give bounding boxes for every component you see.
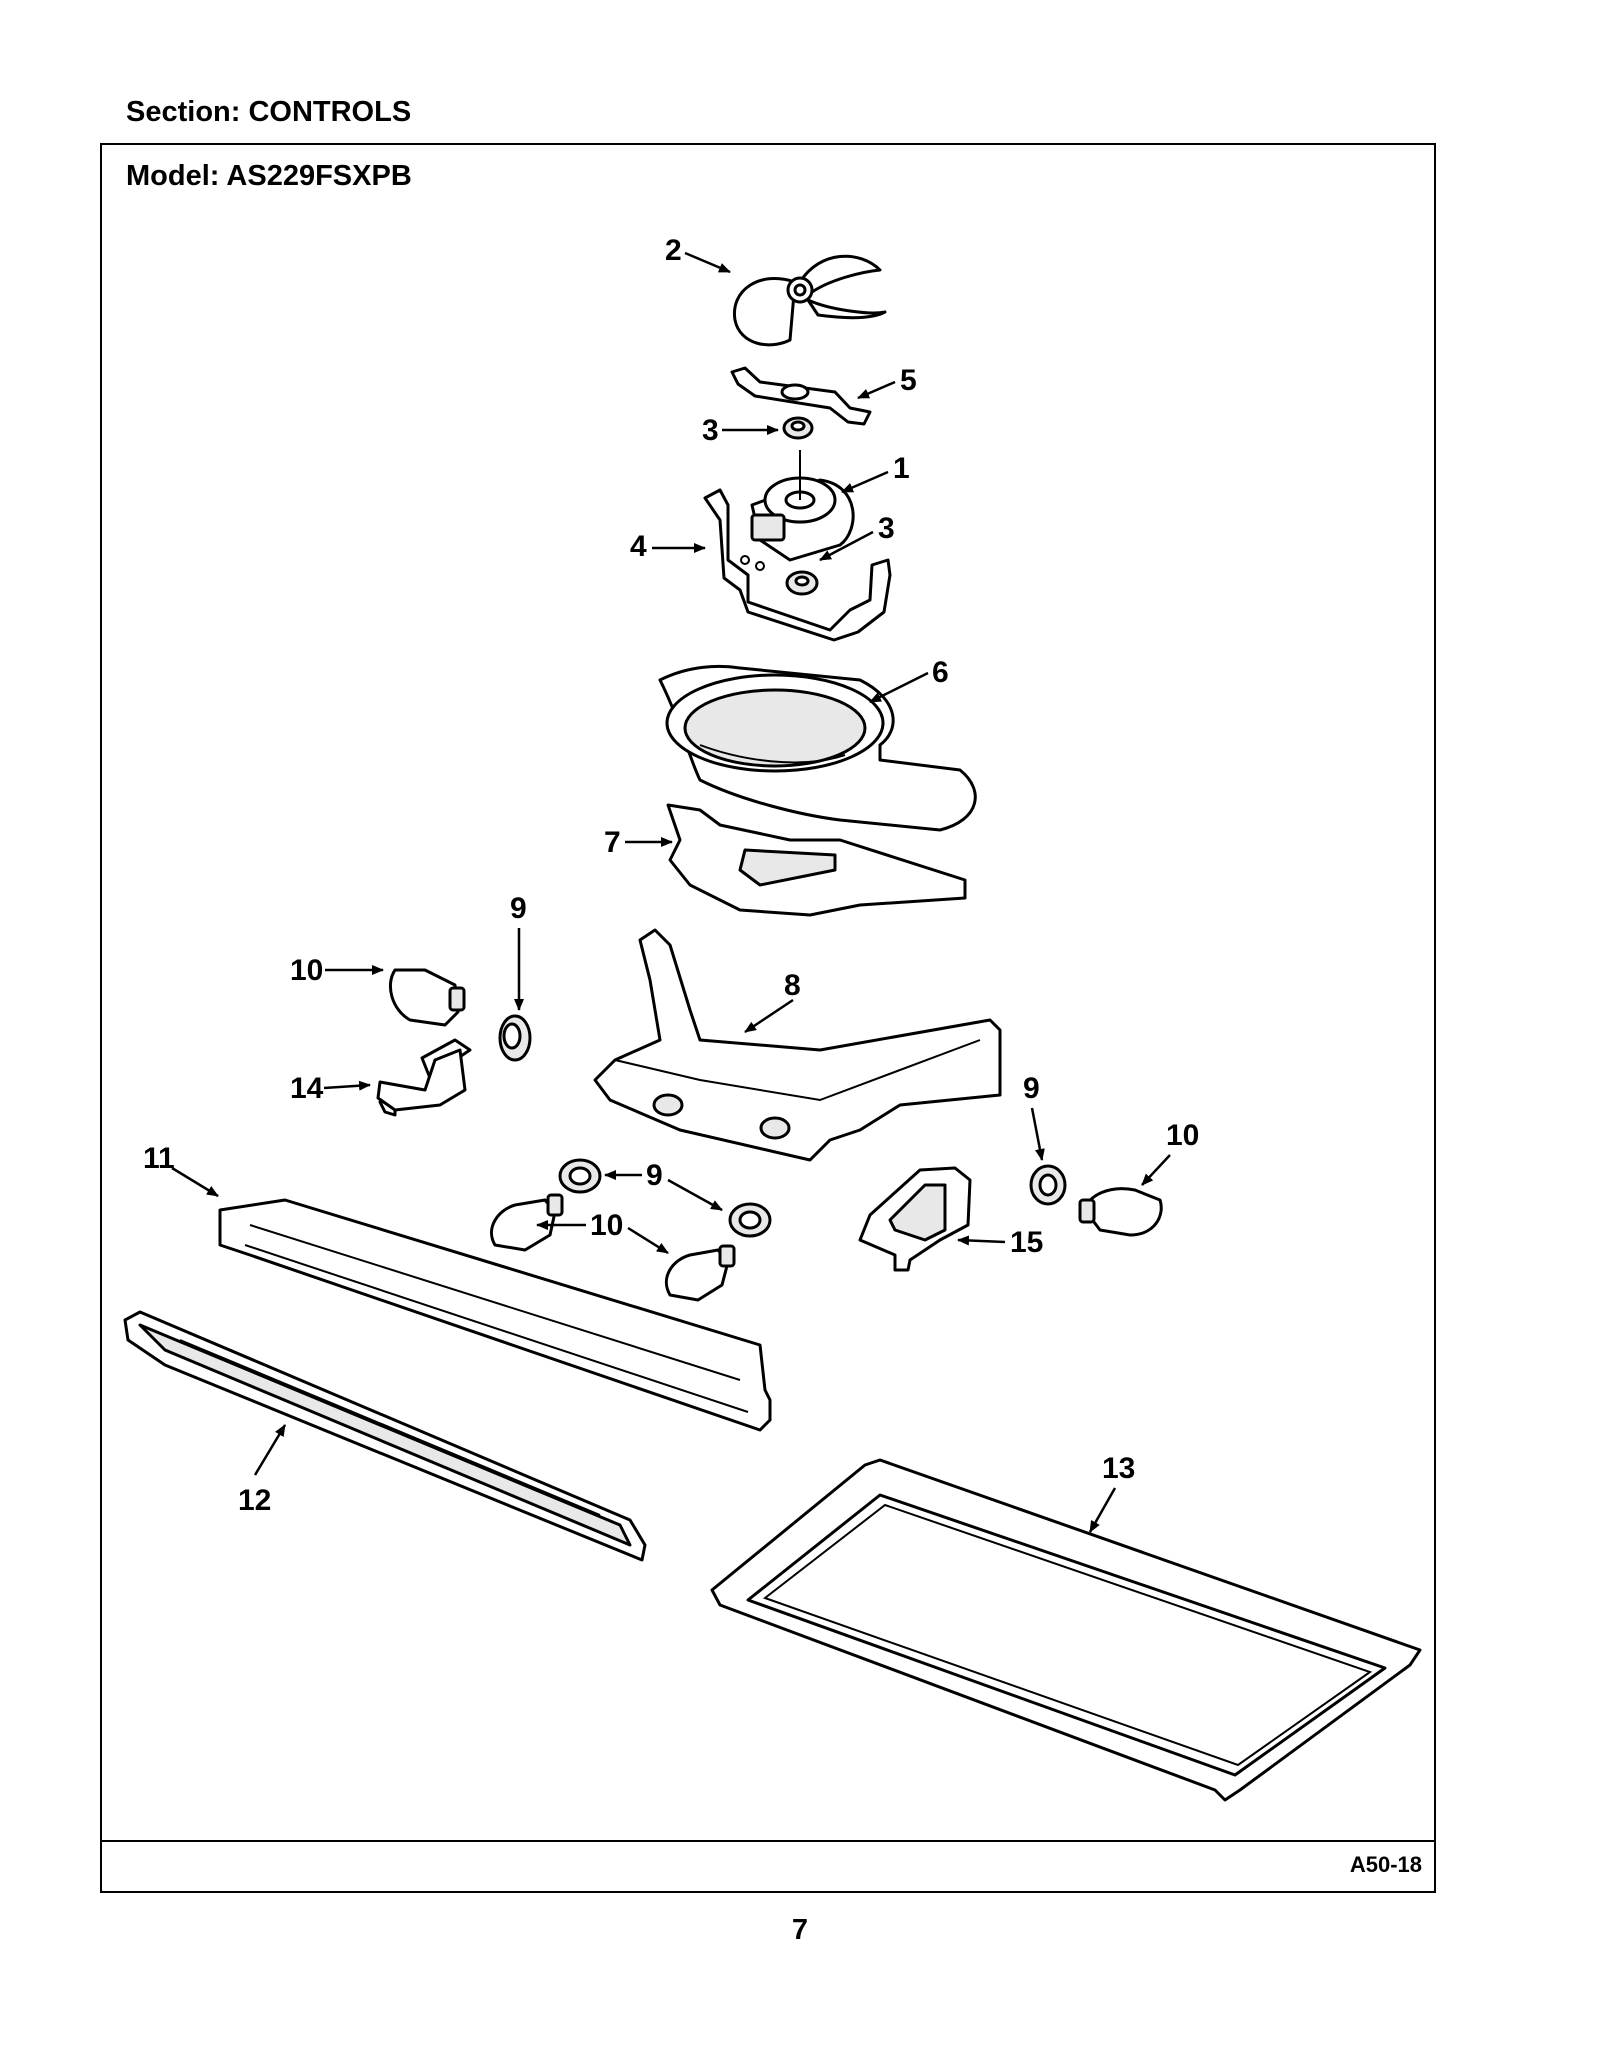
lamp-bulb-center-right xyxy=(664,1244,736,1302)
arrow-10-right xyxy=(1141,1154,1171,1186)
callout-9-right: 9 xyxy=(1023,1072,1040,1105)
callout-4: 4 xyxy=(630,530,647,563)
motor-bracket xyxy=(730,366,872,426)
callout-9-center: 9 xyxy=(646,1159,663,1192)
callout-14: 14 xyxy=(290,1072,324,1105)
arrow-3-lower xyxy=(819,530,874,562)
model-title: Model: AS229FSXPB xyxy=(126,160,412,192)
page-number: 7 xyxy=(791,1914,809,1946)
callout-10-center: 10 xyxy=(590,1209,623,1242)
callout-2: 2 xyxy=(665,234,682,267)
lamp-socket-right xyxy=(1029,1164,1067,1206)
lamp-bulb-upper-left xyxy=(388,968,466,1027)
grommet-upper xyxy=(782,416,814,440)
control-cover-panel xyxy=(218,1198,772,1432)
arrow-10-center-right xyxy=(627,1226,669,1255)
callout-1: 1 xyxy=(893,452,910,485)
arrow-14 xyxy=(323,1080,371,1091)
lamp-socket-center-right xyxy=(728,1202,772,1238)
arrow-15 xyxy=(957,1235,1006,1246)
lamp-bulb-right xyxy=(1078,1187,1163,1237)
lamp-socket-upper-left xyxy=(498,1014,532,1062)
callout-6: 6 xyxy=(932,656,949,689)
section-title: Section: CONTROLS xyxy=(126,96,412,128)
control-panel-grille xyxy=(123,1310,647,1562)
arrow-9-right xyxy=(1030,1107,1045,1161)
arrow-5 xyxy=(857,380,896,400)
shroud-plate xyxy=(666,803,967,917)
callout-9-upper-left: 9 xyxy=(510,892,527,925)
lamp-bulb-center-left xyxy=(490,1193,564,1252)
callout-15: 15 xyxy=(1010,1226,1043,1259)
callout-3-upper: 3 xyxy=(702,414,719,447)
callout-3-lower: 3 xyxy=(878,512,895,545)
shelf-frame xyxy=(710,1458,1422,1802)
fan-blade xyxy=(732,254,887,347)
arrow-1 xyxy=(841,470,889,494)
arrow-13 xyxy=(1088,1487,1117,1533)
air-duct-frame xyxy=(593,928,1002,1162)
callout-13: 13 xyxy=(1102,1452,1135,1485)
arrow-6 xyxy=(869,671,929,704)
arrow-8 xyxy=(744,998,794,1034)
diagram-frame xyxy=(100,143,1436,1893)
callout-10-right: 10 xyxy=(1166,1119,1199,1152)
callout-10-upper-left: 10 xyxy=(290,954,323,987)
arrow-9-center-right xyxy=(667,1178,723,1212)
arrow-2 xyxy=(684,251,731,274)
arrow-12 xyxy=(253,1424,287,1476)
fan-motor-assembly xyxy=(703,450,892,642)
callout-7: 7 xyxy=(604,826,621,859)
fan-shroud xyxy=(658,664,977,832)
callout-12: 12 xyxy=(238,1484,271,1517)
lamp-bracket-left xyxy=(376,1038,472,1117)
callout-5: 5 xyxy=(900,364,917,397)
callout-8: 8 xyxy=(784,969,801,1002)
arrow-11 xyxy=(171,1166,219,1198)
lamp-socket-center-left xyxy=(558,1158,602,1194)
lamp-bracket-right xyxy=(858,1166,972,1272)
callout-11: 11 xyxy=(143,1142,175,1175)
diagram-code: A50-18 xyxy=(1349,1852,1422,1877)
frame-footer-divider xyxy=(100,1840,1436,1842)
